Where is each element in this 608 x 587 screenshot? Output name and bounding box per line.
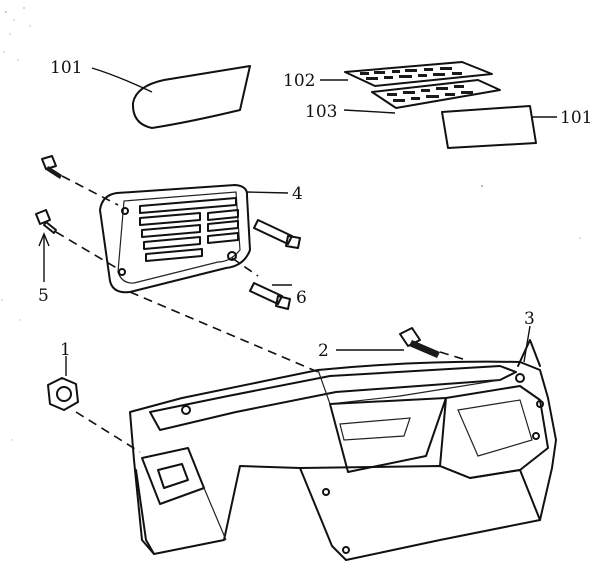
part-101-label-left: 101: [50, 58, 251, 129]
callout-5: 5: [38, 286, 49, 306]
callout-103: 103: [305, 102, 337, 122]
part-103-decal: 103: [305, 79, 501, 122]
part-6-bolt-upper: [253, 219, 301, 249]
callout-4: 4: [292, 184, 303, 204]
callout-102: 102: [283, 71, 315, 91]
part-3-housing: 3: [129, 309, 557, 561]
callout-1: 1: [60, 340, 71, 360]
callout-101-right: 101: [560, 108, 592, 128]
part-4-grille-cover: 4: [99, 184, 303, 294]
assembly-lines: [55, 175, 467, 453]
part-5-screw-lower: 5: [35, 209, 57, 306]
scan-speckle: [1, 7, 581, 441]
part-5-screw-upper: [41, 155, 62, 179]
part-1-nut: 1: [47, 340, 79, 411]
part-2-screw: 2: [318, 327, 440, 361]
grille-slots: [139, 197, 239, 262]
callout-3: 3: [524, 309, 535, 329]
part-101-label-right: 101: [441, 105, 592, 149]
callout-6: 6: [296, 288, 307, 308]
callout-101-left: 101: [50, 58, 82, 78]
part-6-bolt-lower: 6: [249, 282, 307, 310]
part-102-decal: 102: [283, 61, 493, 91]
callout-2: 2: [318, 341, 329, 361]
